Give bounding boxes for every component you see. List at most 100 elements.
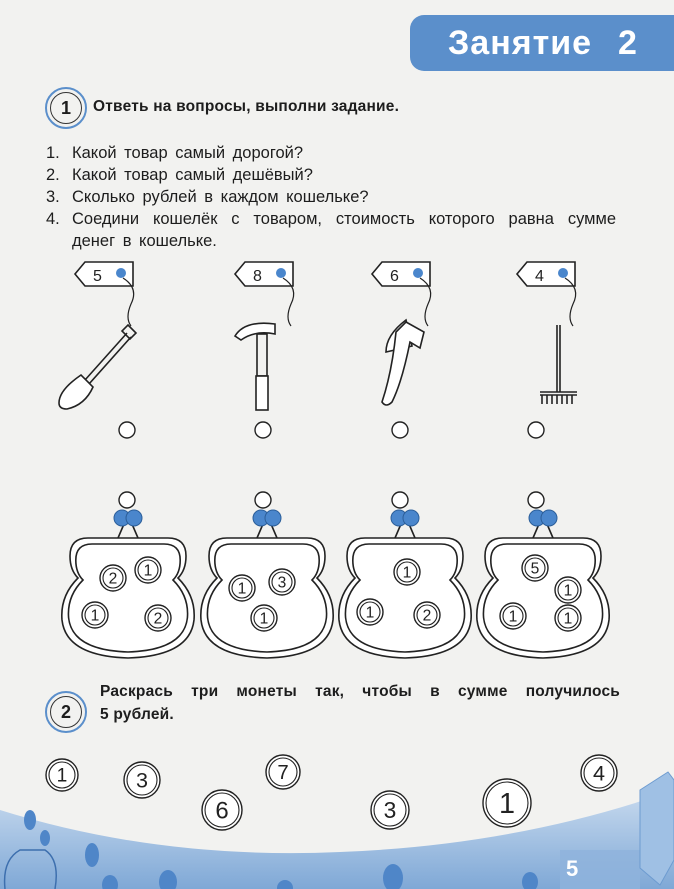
task-1-heading: Ответь на вопросы, выполни задание. — [93, 98, 400, 115]
lesson-number: 2 — [618, 24, 638, 62]
purse-connect-dot[interactable] — [118, 491, 136, 509]
purse-coin[interactable]: 1 — [134, 556, 162, 584]
price-value: 8 — [253, 268, 262, 285]
coins-decoration — [24, 810, 538, 889]
colorable-coin[interactable]: 3 — [370, 790, 410, 830]
question-item: 3. Сколько рублей в каждом кошельке? — [46, 186, 616, 208]
coin-value: 1 — [366, 604, 375, 621]
coin-value: 3 — [384, 797, 397, 823]
question-item: 4.Соедини кошелёк с товаром, стоимость к… — [46, 208, 616, 252]
product-connect-dot[interactable] — [527, 421, 545, 439]
colorable-coin[interactable]: 1 — [482, 778, 532, 828]
purse-coin[interactable]: 3 — [268, 568, 296, 596]
question-text: Какой товар самый дешёвый? — [72, 166, 313, 184]
purse-connect-dot[interactable] — [391, 491, 409, 509]
purse-coin[interactable]: 1 — [554, 576, 582, 604]
shovel-icon — [58, 323, 138, 410]
purse: 5 1 1 1 — [476, 509, 610, 659]
colorable-coin[interactable]: 3 — [123, 761, 161, 799]
question-number: 3. — [46, 188, 60, 206]
coin-value: 1 — [238, 580, 247, 597]
product-connect-dot[interactable] — [254, 421, 272, 439]
product-item: 5 — [58, 261, 138, 410]
product-item: 8 — [233, 261, 295, 411]
colorable-coin[interactable]: 7 — [265, 754, 301, 790]
purse-decoration-icon — [3, 849, 57, 889]
purse-coin[interactable]: 1 — [228, 574, 256, 602]
clasp-bead-icon — [540, 509, 558, 527]
coin-value: 3 — [136, 768, 148, 793]
purse-connect-dot[interactable] — [254, 491, 272, 509]
colorable-coin[interactable]: 1 — [45, 758, 79, 792]
price-tag: 4 — [515, 261, 576, 287]
price-tag: 5 — [73, 261, 134, 287]
clasp-bead-icon — [264, 509, 282, 527]
purse-coin[interactable]: 2 — [413, 601, 441, 629]
coin-value: 5 — [531, 560, 540, 577]
clasp-bead-icon — [402, 509, 420, 527]
purse: 1 3 1 — [200, 509, 334, 659]
coin-value: 3 — [278, 574, 287, 591]
coin-value: 1 — [57, 766, 68, 787]
purse-coin[interactable]: 1 — [554, 604, 582, 632]
question-text: Какой товар самый дорогой? — [72, 144, 304, 162]
rake-icon — [540, 325, 577, 404]
purse-connect-dot[interactable] — [527, 491, 545, 509]
axe-icon — [381, 318, 425, 406]
purse-coin[interactable]: 1 — [356, 598, 384, 626]
purse-coin[interactable]: 5 — [521, 554, 549, 582]
purse: 2 1 1 2 — [61, 509, 195, 659]
product-connect-dot[interactable] — [118, 421, 136, 439]
purse-coin[interactable]: 2 — [99, 564, 127, 592]
page-number: 5 — [566, 856, 579, 881]
coin-value: 1 — [144, 562, 153, 579]
task-1-number-badge: 1 — [45, 87, 87, 129]
purse-coin[interactable]: 2 — [144, 604, 172, 632]
purse-coin[interactable]: 1 — [250, 604, 278, 632]
price-tag: 6 — [370, 261, 431, 287]
task-2-heading-line-2: 5 рублей. — [100, 706, 174, 723]
coin-value: 1 — [260, 610, 269, 627]
coin-value: 1 — [509, 608, 518, 625]
coin-value: 4 — [593, 761, 605, 786]
coin-value: 2 — [154, 610, 163, 627]
question-item: 1. Какой товар самый дорогой? — [46, 142, 616, 164]
coin-value: 1 — [403, 564, 412, 581]
question-item: 2. Какой товар самый дешёвый? — [46, 164, 616, 186]
clasp-bead-icon — [125, 509, 143, 527]
question-number: 4. — [46, 210, 60, 228]
question-text: Сколько рублей в каждом кошельке? — [72, 188, 369, 206]
coin-value: 1 — [499, 788, 515, 820]
price-value: 5 — [93, 268, 102, 285]
question-number: 1. — [46, 144, 60, 162]
task-2-heading-line-1: Раскрась три монеты так, чтобы в сумме п… — [100, 683, 620, 700]
product-item: 4 — [515, 261, 577, 404]
pencil-icon — [639, 771, 674, 886]
purse-coin[interactable]: 1 — [499, 602, 527, 630]
purse-coin[interactable]: 1 — [81, 601, 109, 629]
price-value: 4 — [535, 268, 544, 285]
question-number: 2. — [46, 166, 60, 184]
coin-value: 7 — [277, 762, 288, 784]
product-item: 6 — [370, 261, 432, 406]
price-value: 6 — [390, 268, 399, 285]
coin-value: 2 — [423, 607, 432, 624]
task-2-number-badge: 2 — [45, 691, 87, 733]
price-tag: 8 — [233, 261, 294, 287]
coin-value: 1 — [564, 582, 573, 599]
question-list: 1. Какой товар самый дорогой? 2. Какой тов… — [46, 142, 616, 252]
colorable-coin[interactable]: 6 — [201, 789, 243, 831]
coin-value: 1 — [564, 610, 573, 627]
task-2-number: 2 — [50, 696, 82, 728]
product-connect-dot[interactable] — [391, 421, 409, 439]
purse-coin[interactable]: 1 — [393, 558, 421, 586]
task-1-number: 1 — [50, 92, 82, 124]
coin-value: 1 — [91, 607, 100, 624]
colorable-coin[interactable]: 4 — [580, 754, 618, 792]
coin-value: 6 — [215, 797, 228, 824]
coin-value: 2 — [109, 570, 118, 587]
purse: 1 1 2 — [338, 509, 472, 659]
